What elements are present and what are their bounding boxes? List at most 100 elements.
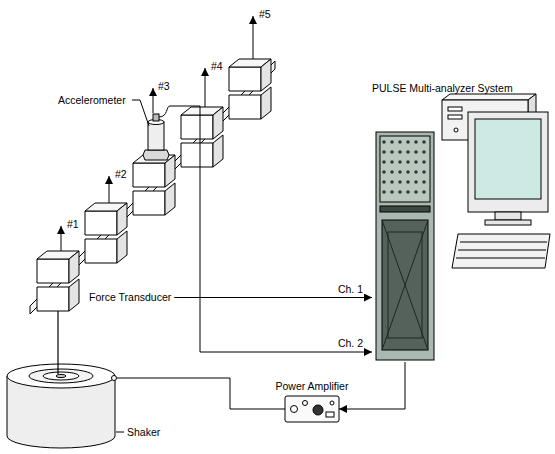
mass-block — [181, 143, 213, 167]
analyzer-frontend — [390, 180, 394, 184]
analyzer-frontend — [422, 170, 426, 174]
accelerometer-symbol — [153, 114, 159, 121]
stinger-rod — [57, 311, 58, 374]
signal-cable — [174, 297, 372, 298]
analyzer-frontend — [376, 132, 434, 360]
analyzer-frontend — [406, 150, 410, 154]
node-label: Force Transducer — [89, 291, 171, 304]
sensor-node: Accelerometer — [56, 92, 170, 128]
analyzer-frontend — [390, 160, 394, 164]
analyzer-frontend — [382, 140, 386, 144]
mass-block — [261, 87, 271, 119]
signal-cable — [117, 378, 285, 409]
amplifier-box: Power Amplifier — [285, 396, 339, 422]
analyzer-frontend — [398, 160, 402, 164]
analyzer-frontend — [414, 140, 418, 144]
beam — [30, 61, 275, 314]
node-label: Shaker — [127, 426, 160, 439]
computer-symbol — [456, 258, 545, 259]
accelerometer-symbol — [159, 106, 170, 117]
channel-label: Ch. 2 — [337, 337, 364, 350]
analyzer-frontend — [382, 140, 426, 194]
leader-line — [116, 432, 124, 433]
shaker-symbol — [43, 372, 79, 380]
amplifier-symbol — [285, 396, 339, 422]
analyzer-frontend — [422, 160, 426, 164]
analyzer-frontend — [382, 220, 428, 350]
amplifier-symbol — [291, 406, 298, 413]
callout-number: #1 — [66, 218, 80, 231]
analyzer-frontend — [406, 140, 410, 144]
channel-label: Ch. 1 — [337, 283, 364, 296]
transducer-node: Force Transducer — [86, 290, 174, 305]
mass-block — [37, 59, 271, 311]
computer-symbol — [448, 107, 462, 111]
computer-symbol — [460, 242, 547, 243]
analyzer-frontend — [398, 170, 402, 174]
motion-arrow — [109, 176, 110, 203]
mass-block — [117, 231, 127, 263]
node-label: Accelerometer — [58, 94, 126, 107]
computer-symbol — [458, 250, 546, 251]
analyzer-frontend — [382, 220, 428, 350]
analyzer-frontend — [422, 190, 426, 194]
computer-symbol — [468, 112, 548, 212]
analyzer-frontend — [406, 170, 410, 174]
analyzer-frontend — [382, 220, 428, 350]
analyzer-frontend — [390, 190, 394, 194]
amplifier-symbol — [303, 401, 308, 406]
computer-symbol — [475, 119, 541, 199]
computer-symbol — [442, 94, 536, 100]
mass-block — [213, 107, 223, 139]
mass-block — [261, 59, 271, 91]
accelerometer-symbol — [143, 150, 169, 160]
callout-number: #3 — [157, 80, 171, 93]
mass-block — [69, 279, 79, 311]
shaker-symbol — [7, 364, 115, 388]
shaker-node: Shaker — [5, 362, 117, 450]
signal-cable — [170, 106, 372, 352]
analyzer-frontend — [390, 150, 394, 154]
analyzer-frontend — [382, 150, 386, 154]
accelerometer-symbol — [143, 106, 170, 160]
computer-symbol — [452, 234, 550, 268]
analyzer-frontend — [382, 180, 386, 184]
stinger-rod — [57, 311, 58, 374]
mass-block — [229, 95, 261, 119]
analyzer-frontend — [398, 150, 402, 154]
shaker-symbol — [56, 374, 66, 377]
mass-block — [181, 115, 213, 139]
mass-block — [133, 163, 165, 187]
analyzer-frontend — [406, 190, 410, 194]
mass-block — [229, 67, 261, 91]
analyzer-frontend — [422, 150, 426, 154]
analyzer-frontend — [422, 140, 426, 144]
analyzer-frontend — [398, 180, 402, 184]
callout-number: #5 — [258, 8, 272, 21]
motion-arrow — [205, 68, 206, 107]
analyzer-frontend — [382, 190, 386, 194]
mass-block — [85, 211, 117, 235]
shaker-symbol — [7, 364, 117, 448]
mass-block — [37, 259, 69, 283]
analyzer-frontend — [414, 170, 418, 174]
analyzer-frontend — [414, 190, 418, 194]
accelerometer-symbol — [148, 122, 164, 150]
analyzer-frontend — [406, 180, 410, 184]
mass-block — [37, 287, 69, 311]
analyzer-frontend — [398, 140, 402, 144]
amplifier-symbol — [326, 412, 334, 417]
analyzer-frontend — [380, 136, 430, 202]
computer-symbol — [454, 128, 458, 132]
mass-block — [69, 251, 79, 283]
shaker-symbol — [112, 376, 117, 381]
computer-symbol — [448, 115, 462, 119]
mass-block — [117, 203, 127, 235]
analyzer-frontend — [382, 160, 386, 164]
amplifier-symbol — [313, 405, 323, 415]
mass-block — [133, 191, 165, 215]
motion-arrow — [61, 16, 253, 251]
leader-line — [132, 100, 149, 126]
analyzer-frontend — [388, 232, 422, 338]
